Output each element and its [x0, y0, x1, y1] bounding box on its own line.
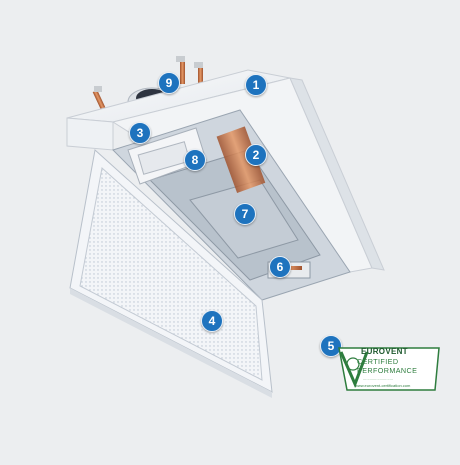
callout-1-badge[interactable]: 1: [245, 74, 267, 96]
cert-brand: EUROVENT: [361, 347, 408, 356]
callout-4-badge[interactable]: 4: [201, 310, 223, 332]
callout-7-badge[interactable]: 7: [234, 203, 256, 225]
cert-url: www.eurovent-certification.com: [355, 383, 411, 388]
callout-2-badge[interactable]: 2: [245, 144, 267, 166]
eurovent-check-icon: [339, 351, 369, 388]
callout-9-badge[interactable]: 9: [158, 72, 180, 94]
callout-3-badge[interactable]: 3: [129, 122, 151, 144]
eurovent-certification-label: EUROVENT CERTIFIED PERFORMANCE .........…: [337, 344, 441, 394]
cert-line2: PERFORMANCE: [357, 366, 418, 375]
callout-8-badge[interactable]: 8: [184, 149, 206, 171]
cert-line1: CERTIFIED: [357, 357, 399, 366]
callout-5-badge[interactable]: 5: [320, 335, 342, 357]
certification-frame: [338, 347, 440, 391]
callout-6-badge[interactable]: 6: [269, 256, 291, 278]
cert-small-text: ...........................: [363, 376, 394, 381]
